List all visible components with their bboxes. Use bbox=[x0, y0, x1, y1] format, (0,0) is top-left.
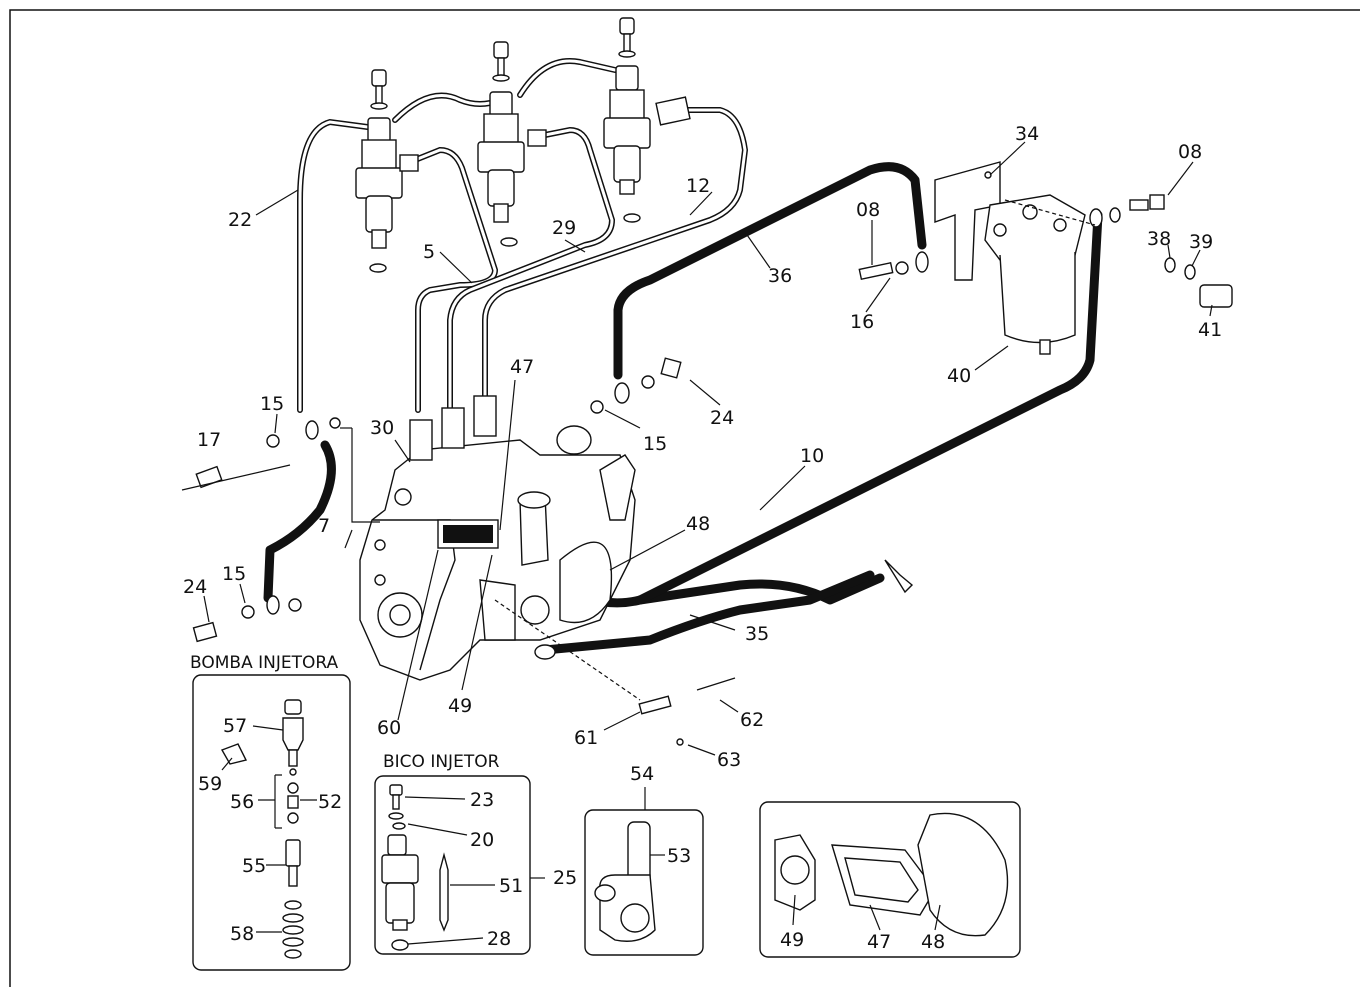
callout-53: 53 bbox=[667, 845, 691, 867]
callout-7: 7 bbox=[318, 515, 330, 537]
callout-29: 29 bbox=[552, 217, 576, 239]
injector-1 bbox=[355, 69, 419, 273]
callout-5: 5 bbox=[423, 241, 435, 263]
callout-59: 59 bbox=[198, 773, 222, 795]
leader-lines bbox=[181, 141, 1213, 810]
callout-62: 62 bbox=[740, 709, 764, 731]
callout-54: 54 bbox=[630, 763, 654, 785]
callout-60: 60 bbox=[377, 717, 401, 739]
pump-box-title: BOMBA INJETORA bbox=[190, 653, 338, 673]
callout-52: 52 bbox=[318, 791, 342, 813]
callout-58: 58 bbox=[230, 923, 254, 945]
pump-detail-box bbox=[192, 674, 351, 971]
callout-47: 47 bbox=[867, 931, 891, 953]
callout-30: 30 bbox=[370, 417, 394, 439]
callout-56: 56 bbox=[230, 791, 254, 813]
callout-28: 28 bbox=[487, 928, 511, 950]
callout-22: 22 bbox=[228, 209, 252, 231]
callout-48: 48 bbox=[686, 513, 710, 535]
page-frame bbox=[9, 9, 1360, 987]
callout-35: 35 bbox=[745, 623, 769, 645]
callout-61: 61 bbox=[574, 727, 598, 749]
callout-10: 10 bbox=[800, 445, 824, 467]
callout-24: 24 bbox=[710, 407, 734, 429]
injector-box-title: BICO INJETOR bbox=[383, 752, 500, 772]
callout-34: 34 bbox=[1015, 123, 1039, 145]
callout-23: 23 bbox=[470, 789, 494, 811]
callout-51: 51 bbox=[499, 875, 523, 897]
callout-41: 41 bbox=[1198, 319, 1222, 341]
callout-15: 15 bbox=[260, 393, 284, 415]
callout-08: 08 bbox=[856, 199, 880, 221]
callout-12: 12 bbox=[686, 175, 710, 197]
elbow-detail-box bbox=[584, 809, 704, 956]
fuel-filter bbox=[934, 161, 1086, 355]
callout-36: 36 bbox=[768, 265, 792, 287]
callout-40: 40 bbox=[947, 365, 971, 387]
injector-2 bbox=[477, 41, 547, 247]
callout-20: 20 bbox=[470, 829, 494, 851]
callout-15: 15 bbox=[222, 563, 246, 585]
callout-17: 17 bbox=[197, 429, 221, 451]
injector-3 bbox=[603, 17, 691, 223]
callout-39: 39 bbox=[1189, 231, 1213, 253]
callout-47: 47 bbox=[510, 356, 534, 378]
injector-pipes bbox=[297, 58, 749, 413]
callouts: 08 34 08 12 22 29 5 36 38 39 16 41 40 47… bbox=[183, 123, 1222, 953]
callout-49: 49 bbox=[780, 929, 804, 951]
injector-detail-box bbox=[374, 775, 545, 955]
callout-25: 25 bbox=[553, 867, 577, 889]
gasket-detail-box bbox=[759, 801, 1021, 958]
callout-49: 49 bbox=[448, 695, 472, 717]
fittings bbox=[192, 194, 1233, 746]
hoses bbox=[263, 162, 1103, 655]
callout-08: 08 bbox=[1178, 141, 1202, 163]
callout-55: 55 bbox=[242, 855, 266, 877]
callout-38: 38 bbox=[1147, 228, 1171, 250]
callout-48: 48 bbox=[921, 931, 945, 953]
callout-16: 16 bbox=[850, 311, 874, 333]
callout-15: 15 bbox=[643, 433, 667, 455]
callout-24: 24 bbox=[183, 576, 207, 598]
injection-pump bbox=[359, 395, 636, 681]
callout-57: 57 bbox=[223, 715, 247, 737]
callout-63: 63 bbox=[717, 749, 741, 771]
